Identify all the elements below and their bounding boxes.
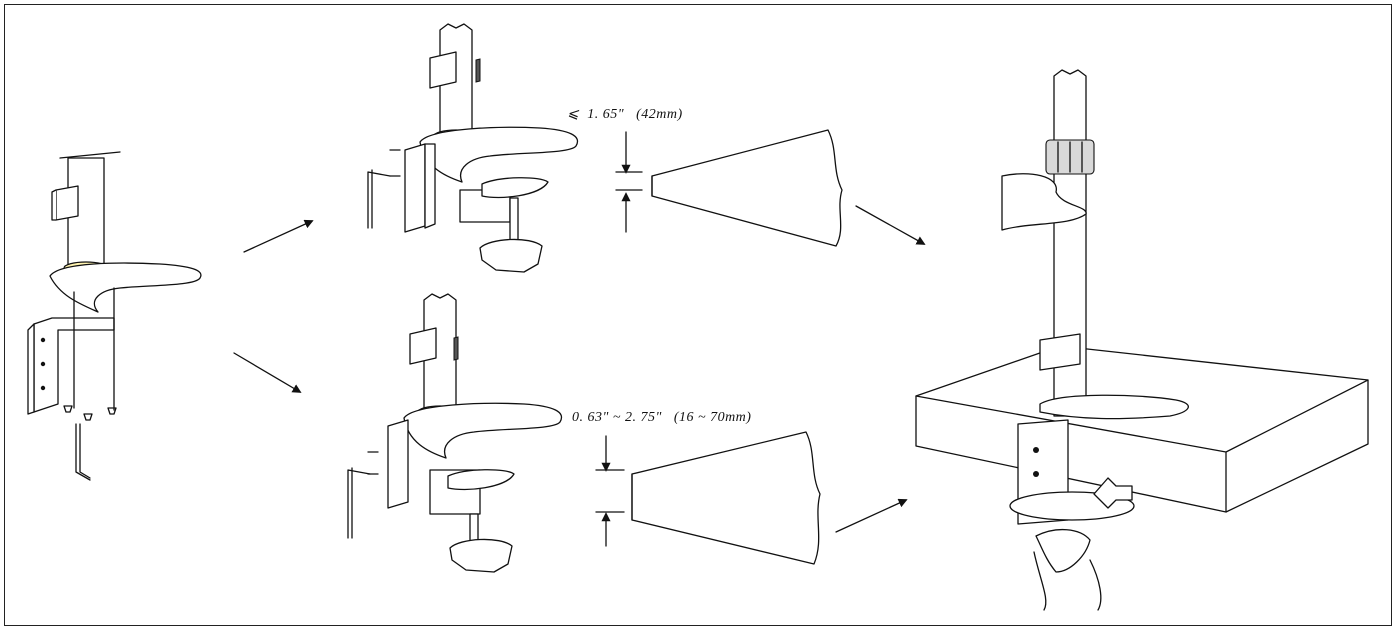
desk-slab-thick <box>595 431 821 565</box>
arrow-to-thin-option <box>243 219 314 253</box>
diagram-frame <box>4 4 1392 626</box>
clamp-thick-desk <box>347 293 563 573</box>
arrow-thin-to-final <box>855 205 926 245</box>
exploded-mount <box>27 151 202 481</box>
clamp-thin-desk <box>367 23 579 273</box>
desk-slab-thin <box>615 129 843 247</box>
thick-desk-dimension-label: 0. 63" ~ 2. 75" (16 ~ 70mm) <box>572 410 752 425</box>
arrow-thick-to-final <box>835 498 908 533</box>
thin-desk-dimension-label: ⩽ 1. 65" (42mm) <box>567 107 683 122</box>
mounted-assembly <box>915 69 1369 611</box>
arrow-to-thick-option <box>233 352 302 393</box>
